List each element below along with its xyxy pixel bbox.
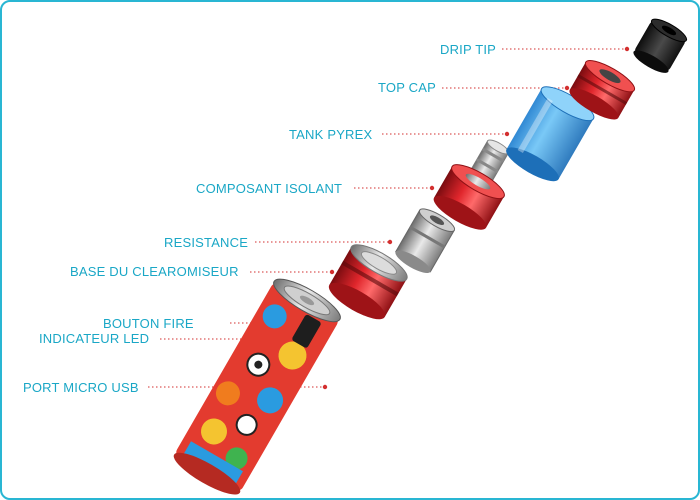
fire-button-shape [292, 314, 321, 348]
dot-drip-tip [624, 46, 630, 52]
insulating-component [433, 139, 510, 230]
label-composant-isolant: COMPOSANT ISOLANT [196, 181, 343, 196]
label-base-clearomiseur: BASE DU CLEAROMISEUR [70, 264, 239, 279]
dot-base-clearomiseur [329, 269, 335, 275]
dot-port-micro-usb [322, 384, 328, 390]
top-cap-part [569, 60, 636, 120]
clearomizer-base [328, 244, 408, 320]
leader-dots [322, 46, 630, 390]
label-top-cap: TOP CAP [378, 80, 436, 95]
dot-tank-pyrex [504, 131, 510, 137]
coil [394, 208, 456, 274]
label-tank-pyrex: TANK PYREX [289, 127, 373, 142]
drip-tip-part [633, 18, 688, 73]
dot-top-cap [564, 85, 570, 91]
label-resistance: RESISTANCE [164, 235, 249, 250]
dot-resistance [387, 239, 393, 245]
dot-composant-isolant [429, 185, 435, 191]
label-port-micro-usb: PORT MICRO USB [23, 380, 139, 395]
glass-tank [506, 86, 595, 182]
label-bouton-fire: BOUTON FIRE [103, 316, 194, 331]
label-drip-tip: DRIP TIP [440, 42, 497, 57]
battery-mod [173, 278, 341, 495]
label-indicateur-led: INDICATEUR LED [39, 331, 150, 346]
